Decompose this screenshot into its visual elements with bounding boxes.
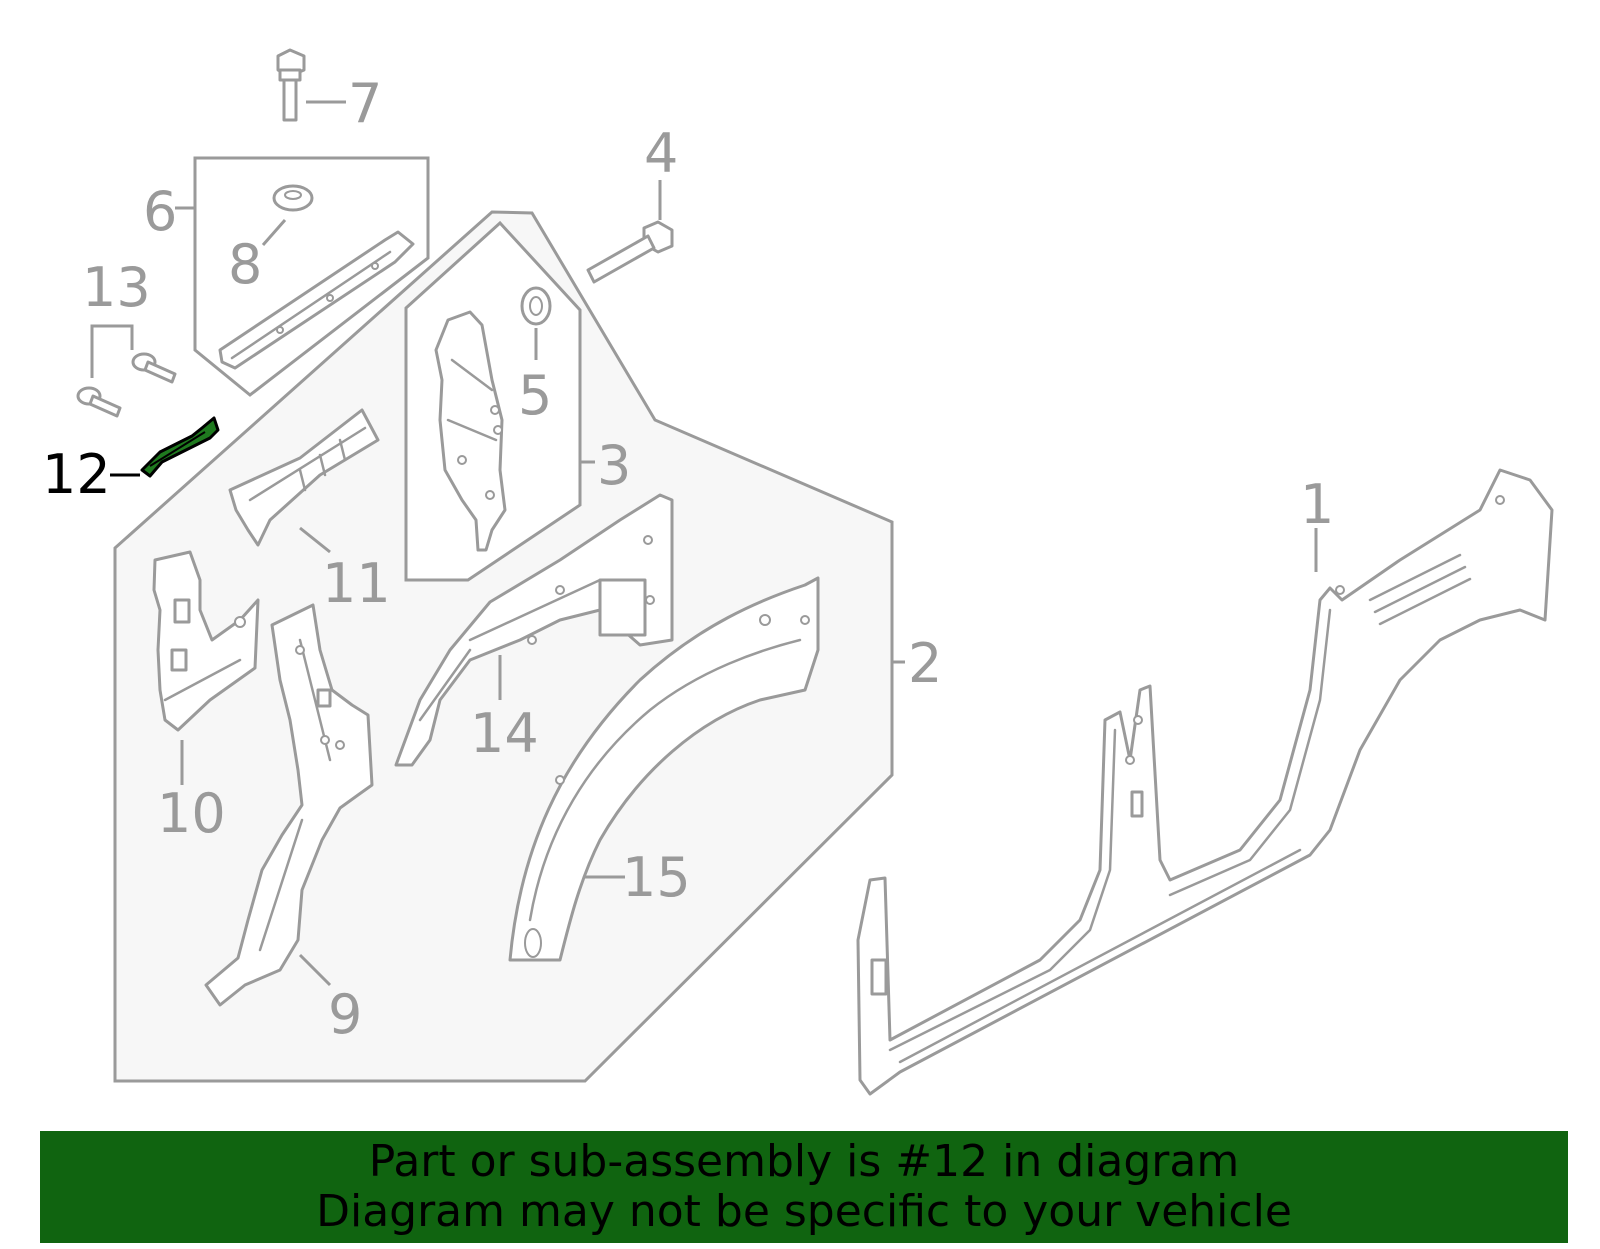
callout-10: 10 [157, 782, 226, 845]
pillar-9 [204, 603, 374, 1007]
bracket-12-highlighted [140, 416, 220, 478]
body-side-panel-1 [856, 468, 1554, 1096]
grommet-5 [520, 286, 552, 326]
callout-1: 1 [1300, 473, 1334, 536]
reinforcement-6 [218, 230, 415, 370]
washer-8 [272, 184, 314, 212]
bolt-7 [276, 48, 306, 122]
rail-11 [228, 408, 380, 547]
parts-diagram: 7 4 6 8 13 5 3 12 1 11 2 14 10 15 9 [42, 48, 1554, 1096]
callout-3: 3 [597, 434, 631, 497]
callout-11: 11 [322, 552, 391, 615]
leader-lines [90, 100, 1318, 987]
callout-13: 13 [82, 256, 151, 319]
callout-6: 6 [143, 180, 177, 243]
screws-13 [76, 352, 177, 418]
wheelhouse-14 [394, 493, 674, 767]
callout-2: 2 [908, 632, 942, 695]
callout-4: 4 [644, 122, 678, 185]
bracket-3 [434, 310, 507, 552]
bolt-4 [586, 220, 674, 284]
callout-14: 14 [470, 702, 539, 765]
wheelhouse-arch-15 [508, 576, 820, 962]
info-banner: Part or sub-assembly is #12 in diagram D… [40, 1131, 1568, 1243]
callout-5: 5 [518, 364, 552, 427]
callout-7: 7 [348, 72, 382, 135]
callout-8: 8 [228, 233, 262, 296]
callout-12[interactable]: 12 [42, 443, 111, 506]
banner-line-part: Part or sub-assembly is #12 in diagram [368, 1136, 1240, 1187]
bracket-10 [152, 550, 260, 732]
callout-9: 9 [328, 983, 362, 1046]
banner-line-disclaimer: Diagram may not be specific to your vehi… [316, 1186, 1292, 1237]
callout-15: 15 [622, 846, 691, 909]
